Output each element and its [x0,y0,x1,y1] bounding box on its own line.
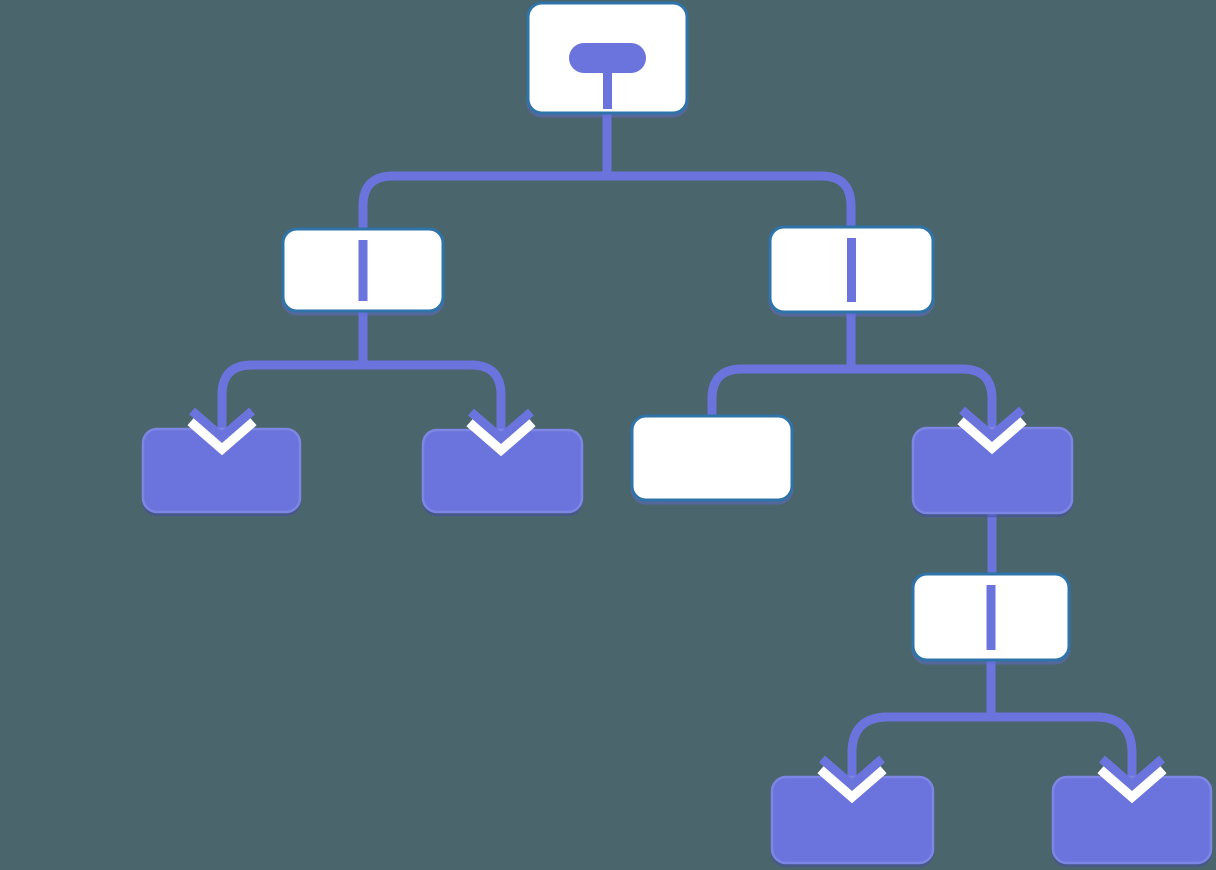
start-pill [569,43,646,73]
arrowhead-end-1 [189,407,255,443]
arrowhead-end-5-halo [1097,762,1167,804]
end-node-1[interactable] [141,427,302,514]
arrowhead-end-4 [819,755,885,791]
edge-junction-left-split [217,310,506,434]
end-node-5[interactable] [1051,775,1213,865]
card-node[interactable] [630,414,794,502]
end-node-2[interactable] [421,428,584,514]
arrowhead-end-3 [959,406,1025,442]
node-detail-layer [358,43,996,650]
end-node-4[interactable] [770,775,935,865]
start-pill-stem [603,70,612,109]
edge-junction-bottom-split [847,659,1137,782]
node-layer [141,1,1213,865]
edge-start-to-junctions [358,108,856,230]
arrowhead-end-4-halo [817,762,887,804]
arrowhead-end-5 [1099,755,1165,791]
end-node-3[interactable] [911,426,1074,515]
arrowhead-layer [187,406,1167,804]
arrowhead-end-3-halo [957,413,1027,455]
connector-layer [217,108,1137,782]
edge-junction-right-split [707,311,997,433]
arrowhead-end-2 [468,408,534,444]
arrowhead-end-2-halo [466,415,536,457]
arrowhead-end-1-halo [187,414,257,456]
